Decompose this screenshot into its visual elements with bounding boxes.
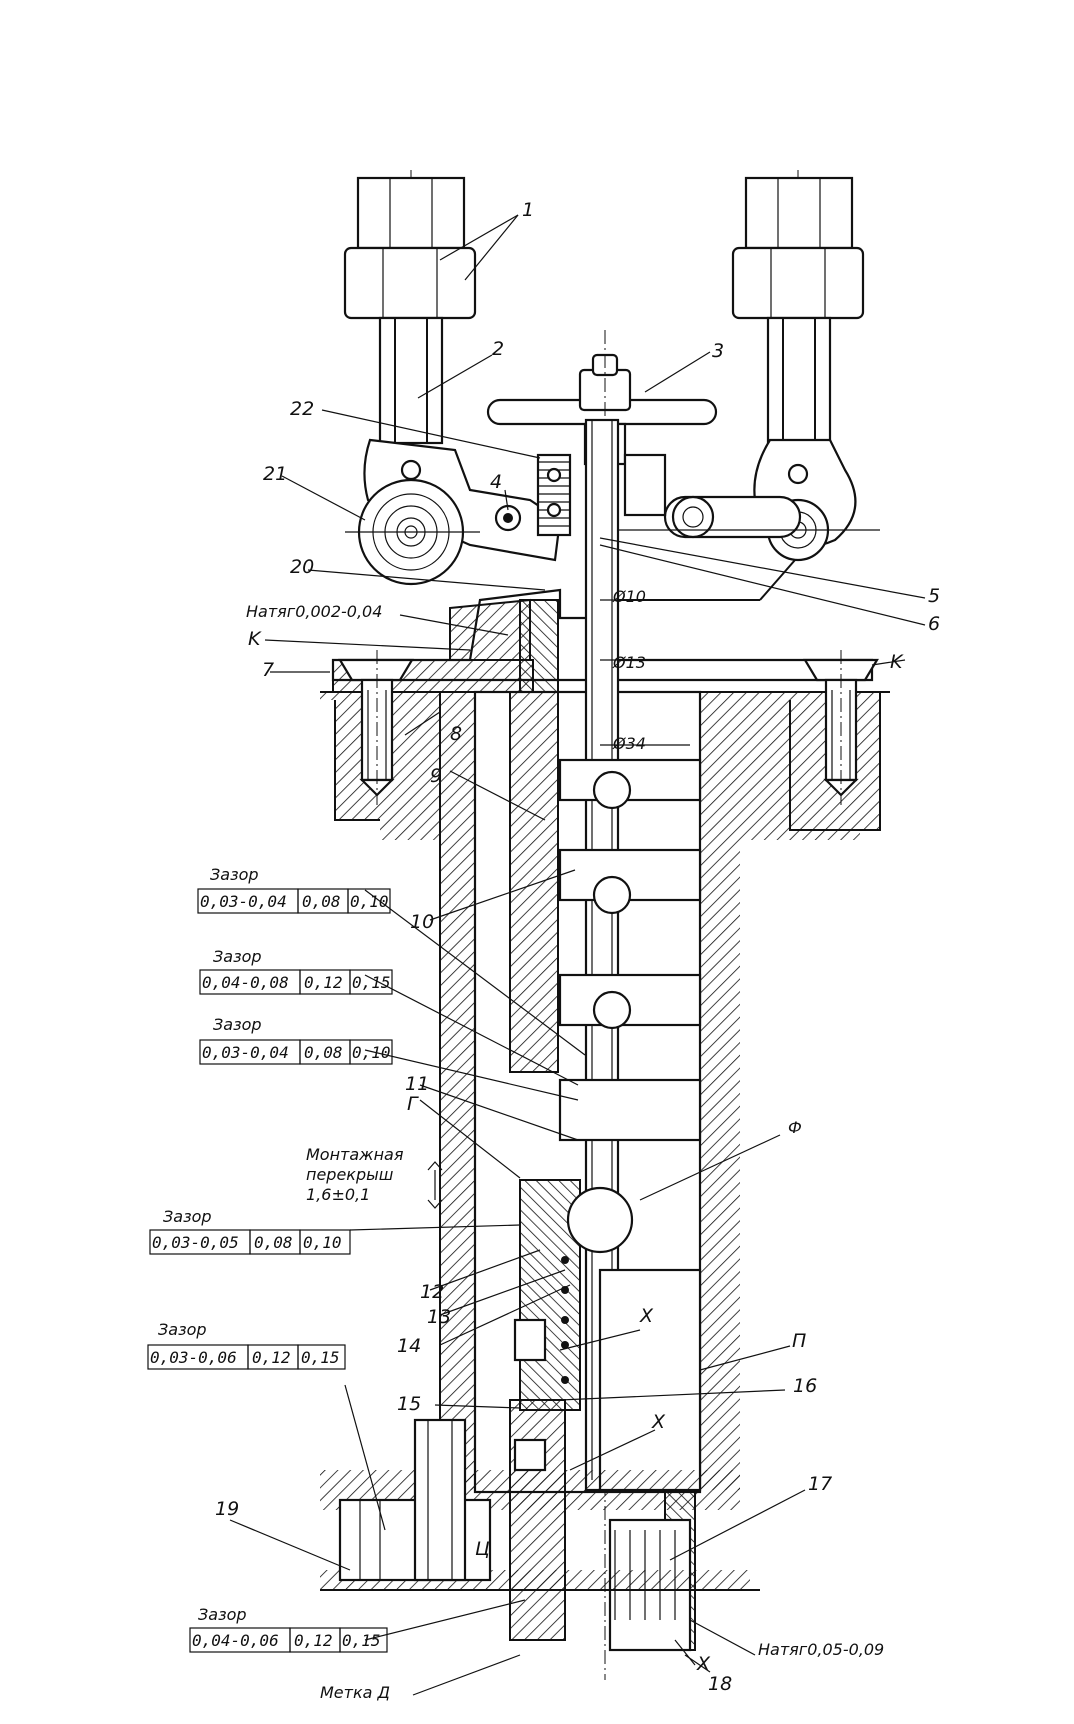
gap-title: Зазор <box>213 947 262 966</box>
gap-box-6: Зазор 0,04-0,06 0,12 0,15 <box>189 1605 388 1653</box>
label-kh-2: Х <box>651 1411 666 1433</box>
gap-value-2: 0,10 <box>303 1233 342 1252</box>
gap-range: 0,04-0,08 <box>202 973 289 992</box>
gap-title: Зазор <box>198 1605 247 1624</box>
label-10: 10 <box>410 911 434 933</box>
left-lever <box>345 438 562 586</box>
gap-range: 0,03-0,06 <box>150 1348 237 1367</box>
label-7: 7 <box>262 659 274 681</box>
label-16: 16 <box>793 1375 817 1397</box>
label-d13: Ø13 <box>612 653 646 672</box>
label-f: Ф <box>788 1118 802 1137</box>
label-montazh-1: Монтажная <box>306 1145 404 1164</box>
label-11: 11 <box>405 1073 429 1095</box>
right-lever <box>600 438 880 562</box>
label-kh-3: Х <box>696 1653 711 1675</box>
gap-value-2: 0,10 <box>350 892 389 911</box>
label-1: 1 <box>522 199 534 221</box>
spool-lands <box>558 758 702 1254</box>
label-metka: Метка Д <box>320 1683 390 1702</box>
label-22: 22 <box>290 398 314 420</box>
gap-value-1: 0,12 <box>252 1348 291 1367</box>
label-d34: Ø34 <box>612 734 646 753</box>
label-g: Г <box>407 1093 419 1115</box>
gap-value-1: 0,12 <box>304 973 343 992</box>
gap-box-5: Зазор 0,03-0,06 0,12 0,15 <box>147 1320 346 1370</box>
part-numbers: 1 2 3 4 5 6 7 8 9 10 11 12 13 14 15 16 1… <box>215 199 940 1702</box>
label-12: 12 <box>420 1281 444 1303</box>
label-p: П <box>792 1330 806 1352</box>
gap-value-1: 0,08 <box>254 1233 293 1252</box>
label-17: 17 <box>808 1473 832 1495</box>
gap-range: 0,03-0,05 <box>152 1233 239 1252</box>
gap-value-1: 0,08 <box>304 1043 343 1062</box>
gap-value-2: 0,15 <box>301 1348 340 1367</box>
label-d10: Ø10 <box>612 587 646 606</box>
gap-title: Зазор <box>163 1207 212 1226</box>
gap-title: Зазор <box>158 1320 207 1339</box>
gap-box-3: Зазор 0,03-0,04 0,08 0,10 <box>199 1015 393 1065</box>
gap-value-1: 0,08 <box>302 892 341 911</box>
leader-lines <box>229 214 926 1696</box>
gap-box-1: Зазор 0,03-0,04 0,08 0,10 <box>197 865 391 914</box>
ground-left <box>320 691 475 1490</box>
label-2: 2 <box>492 338 504 360</box>
label-5: 5 <box>928 585 940 607</box>
label-13: 13 <box>427 1306 451 1328</box>
right-bolt <box>803 650 879 805</box>
label-18: 18 <box>708 1673 732 1695</box>
label-19: 19 <box>215 1498 239 1520</box>
gap-range: 0,03-0,04 <box>200 892 287 911</box>
ground-right <box>699 691 890 1490</box>
label-kh-1: Х <box>639 1305 654 1327</box>
label-20: 20 <box>290 556 314 578</box>
label-6: 6 <box>928 613 940 635</box>
label-k-right: K <box>890 651 904 673</box>
label-montazh-2: перекрыш <box>306 1165 394 1184</box>
label-21: 21 <box>263 463 287 485</box>
label-8: 8 <box>450 723 462 745</box>
gap-value-2: 0,15 <box>342 1631 381 1650</box>
label-9: 9 <box>430 765 442 787</box>
label-ts: Ц <box>475 1538 490 1560</box>
gap-box-2: Зазор 0,04-0,08 0,12 0,15 <box>199 947 393 995</box>
spring-disc-22 <box>536 453 572 537</box>
right-nut-assembly <box>731 170 865 560</box>
label-4: 4 <box>490 471 502 493</box>
gap-title: Зазор <box>213 1015 262 1034</box>
gap-value-2: 0,15 <box>352 973 391 992</box>
left-bolt <box>338 650 414 805</box>
label-14: 14 <box>397 1335 421 1357</box>
gap-range: 0,04-0,06 <box>192 1631 279 1650</box>
left-nut-assembly <box>343 170 477 560</box>
gap-value-2: 0,10 <box>352 1043 391 1062</box>
gap-box-4: Зазор 0,03-0,05 0,08 0,10 <box>149 1207 351 1255</box>
label-natyag-top: Натяг0,002-0,04 <box>246 602 382 621</box>
label-k-left: K <box>248 628 262 650</box>
gap-title: Зазор <box>210 865 259 884</box>
gap-value-1: 0,12 <box>294 1631 333 1650</box>
gap-range: 0,03-0,04 <box>202 1043 289 1062</box>
base-with-gear <box>320 1418 760 1591</box>
label-3: 3 <box>712 340 724 362</box>
label-montazh-3: 1,6±0,1 <box>306 1185 370 1204</box>
label-15: 15 <box>397 1393 421 1415</box>
label-natyag-bottom: Натяг0,05-0,09 <box>758 1640 884 1659</box>
